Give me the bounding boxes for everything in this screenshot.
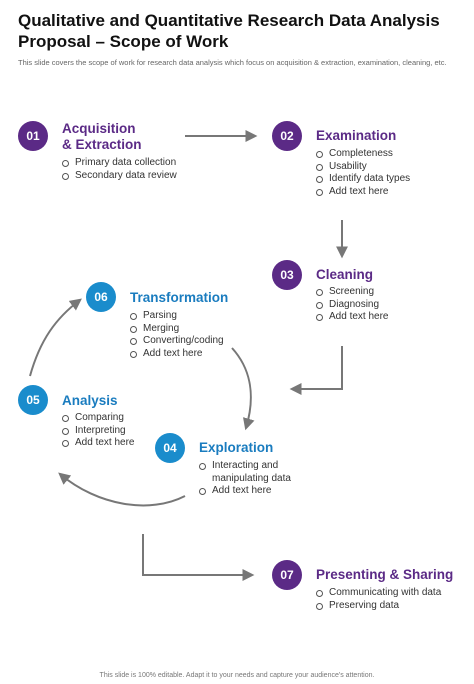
step-01-number: 01 — [18, 121, 48, 151]
step-07-number: 07 — [272, 560, 302, 590]
list-item: Primary data collection — [62, 157, 202, 170]
step-02-number: 02 — [272, 121, 302, 151]
list-item: Add text here — [316, 186, 456, 199]
list-item: Add text here — [199, 485, 309, 498]
list-item: Preserving data — [316, 600, 466, 613]
list-item: Secondary data review — [62, 170, 202, 183]
list-item: Completeness — [316, 148, 456, 161]
step-04-title: Exploration — [199, 440, 274, 455]
step-06-title: Transformation — [130, 290, 229, 305]
list-item: Add text here — [130, 348, 260, 361]
slide-title: Qualitative and Quantitative Research Da… — [18, 11, 440, 51]
step-06-list: Parsing Merging Converting/coding Add te… — [130, 310, 260, 360]
step-07-list: Communicating with data Preserving data — [316, 587, 466, 612]
step-01-title: Acquisition & Extraction — [62, 121, 142, 152]
list-item: Add text here — [316, 311, 456, 324]
step-06-number: 06 — [86, 282, 116, 312]
step-05-list: Comparing Interpreting Add text here — [62, 412, 172, 450]
step-04-number: 04 — [155, 433, 185, 463]
step-05-number: 05 — [18, 385, 48, 415]
arrow-06-04 — [231, 347, 255, 431]
list-item: Identify data types — [316, 173, 456, 186]
step-07-title: Presenting & Sharing — [316, 567, 454, 582]
slide-subtitle: This slide covers the scope of work for … — [18, 58, 447, 67]
list-item: Interacting and manipulating data — [199, 460, 309, 485]
step-05-title: Analysis — [62, 393, 118, 408]
step-02-list: Completeness Usability Identify data typ… — [316, 148, 456, 198]
arrow-04-05 — [58, 472, 186, 507]
list-item: Merging — [130, 323, 260, 336]
arrow-05-06 — [29, 298, 82, 377]
list-item: Interpreting — [62, 425, 172, 438]
list-item: Converting/coding — [130, 335, 260, 348]
list-item: Usability — [316, 161, 456, 174]
list-item: Screening — [316, 286, 456, 299]
list-item: Communicating with data — [316, 587, 466, 600]
list-item: Diagnosing — [316, 299, 456, 312]
step-01-list: Primary data collection Secondary data r… — [62, 157, 202, 182]
list-item: Parsing — [130, 310, 260, 323]
step-03-number: 03 — [272, 260, 302, 290]
arrow-03-04 — [289, 346, 343, 395]
step-04-list: Interacting and manipulating data Add te… — [199, 460, 309, 498]
slide-footer: This slide is 100% editable. Adapt it to… — [99, 672, 375, 679]
step-03-title: Cleaning — [316, 267, 374, 282]
step-02-title: Examination — [316, 128, 397, 143]
list-item: Add text here — [62, 437, 172, 450]
arrow-04-07 — [142, 534, 255, 581]
list-item: Comparing — [62, 412, 172, 425]
step-03-list: Screening Diagnosing Add text here — [316, 286, 456, 324]
